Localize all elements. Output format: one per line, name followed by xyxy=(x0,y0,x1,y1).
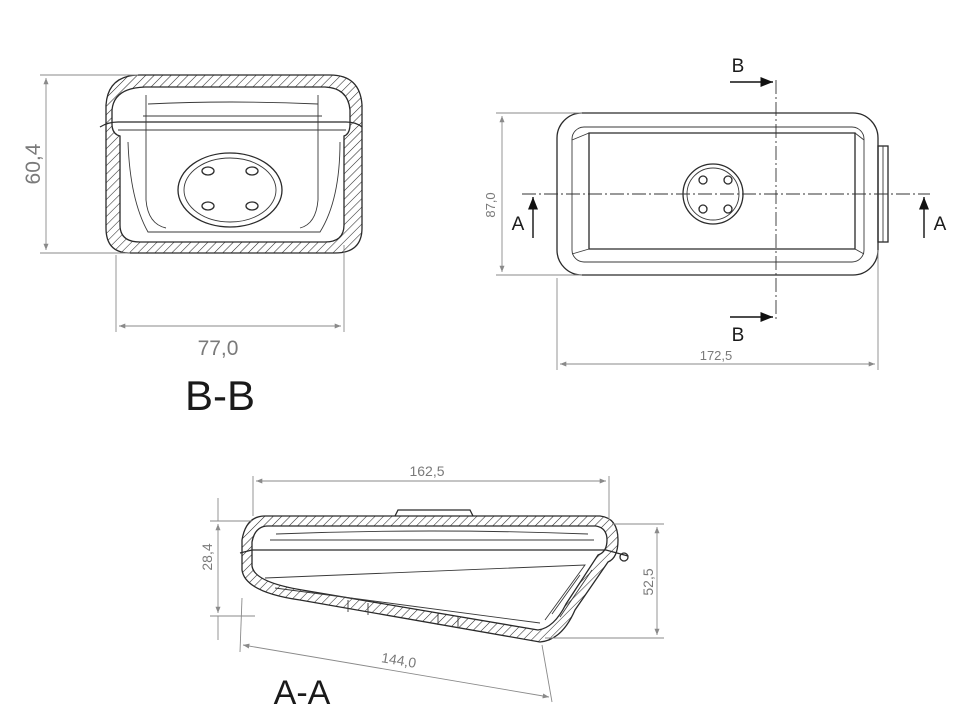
bb-bolt-hole xyxy=(245,166,259,176)
dim-top-height: 87,0 xyxy=(483,192,498,217)
section-aa-view xyxy=(210,476,664,703)
cut-label-b-top: B xyxy=(732,56,745,77)
dim-aa-left: 28,4 xyxy=(199,543,215,570)
dim-bb-width: 77,0 xyxy=(198,337,239,360)
section-bb-view xyxy=(40,74,363,332)
top-bolt-hole xyxy=(698,204,708,214)
cut-label-a-right: A xyxy=(934,214,947,235)
bb-bolt-hole xyxy=(201,201,215,211)
top-bolt-hole xyxy=(723,204,733,214)
section-bb-title: B-B xyxy=(185,372,255,419)
bb-lid-line xyxy=(99,121,363,128)
dim-aa-right: 52,5 xyxy=(640,568,656,595)
top-bolt-hole xyxy=(723,175,733,185)
top-bolt-hole xyxy=(698,175,708,185)
bb-wall-hatch xyxy=(105,74,363,254)
top-view xyxy=(496,76,930,370)
aa-wall-hatch xyxy=(241,515,619,643)
cut-label-a-left: A xyxy=(512,214,525,235)
aa-lid-line xyxy=(239,549,629,557)
bb-bolt-hole xyxy=(201,166,215,176)
bb-cap-outer xyxy=(177,152,283,228)
top-inner-panel xyxy=(588,132,856,250)
dim-line-aa-bottom xyxy=(242,643,550,699)
aa-filler-neck xyxy=(394,509,474,517)
dim-bb-height: 60,4 xyxy=(22,143,45,184)
cut-label-b-bottom: B xyxy=(732,325,745,346)
section-aa-title: A-A xyxy=(274,674,331,712)
dim-aa-bottom: 144,0 xyxy=(380,649,417,671)
dim-aa-top: 162,5 xyxy=(409,463,444,479)
dim-top-width: 172,5 xyxy=(700,348,733,363)
bb-bolt-hole xyxy=(245,201,259,211)
